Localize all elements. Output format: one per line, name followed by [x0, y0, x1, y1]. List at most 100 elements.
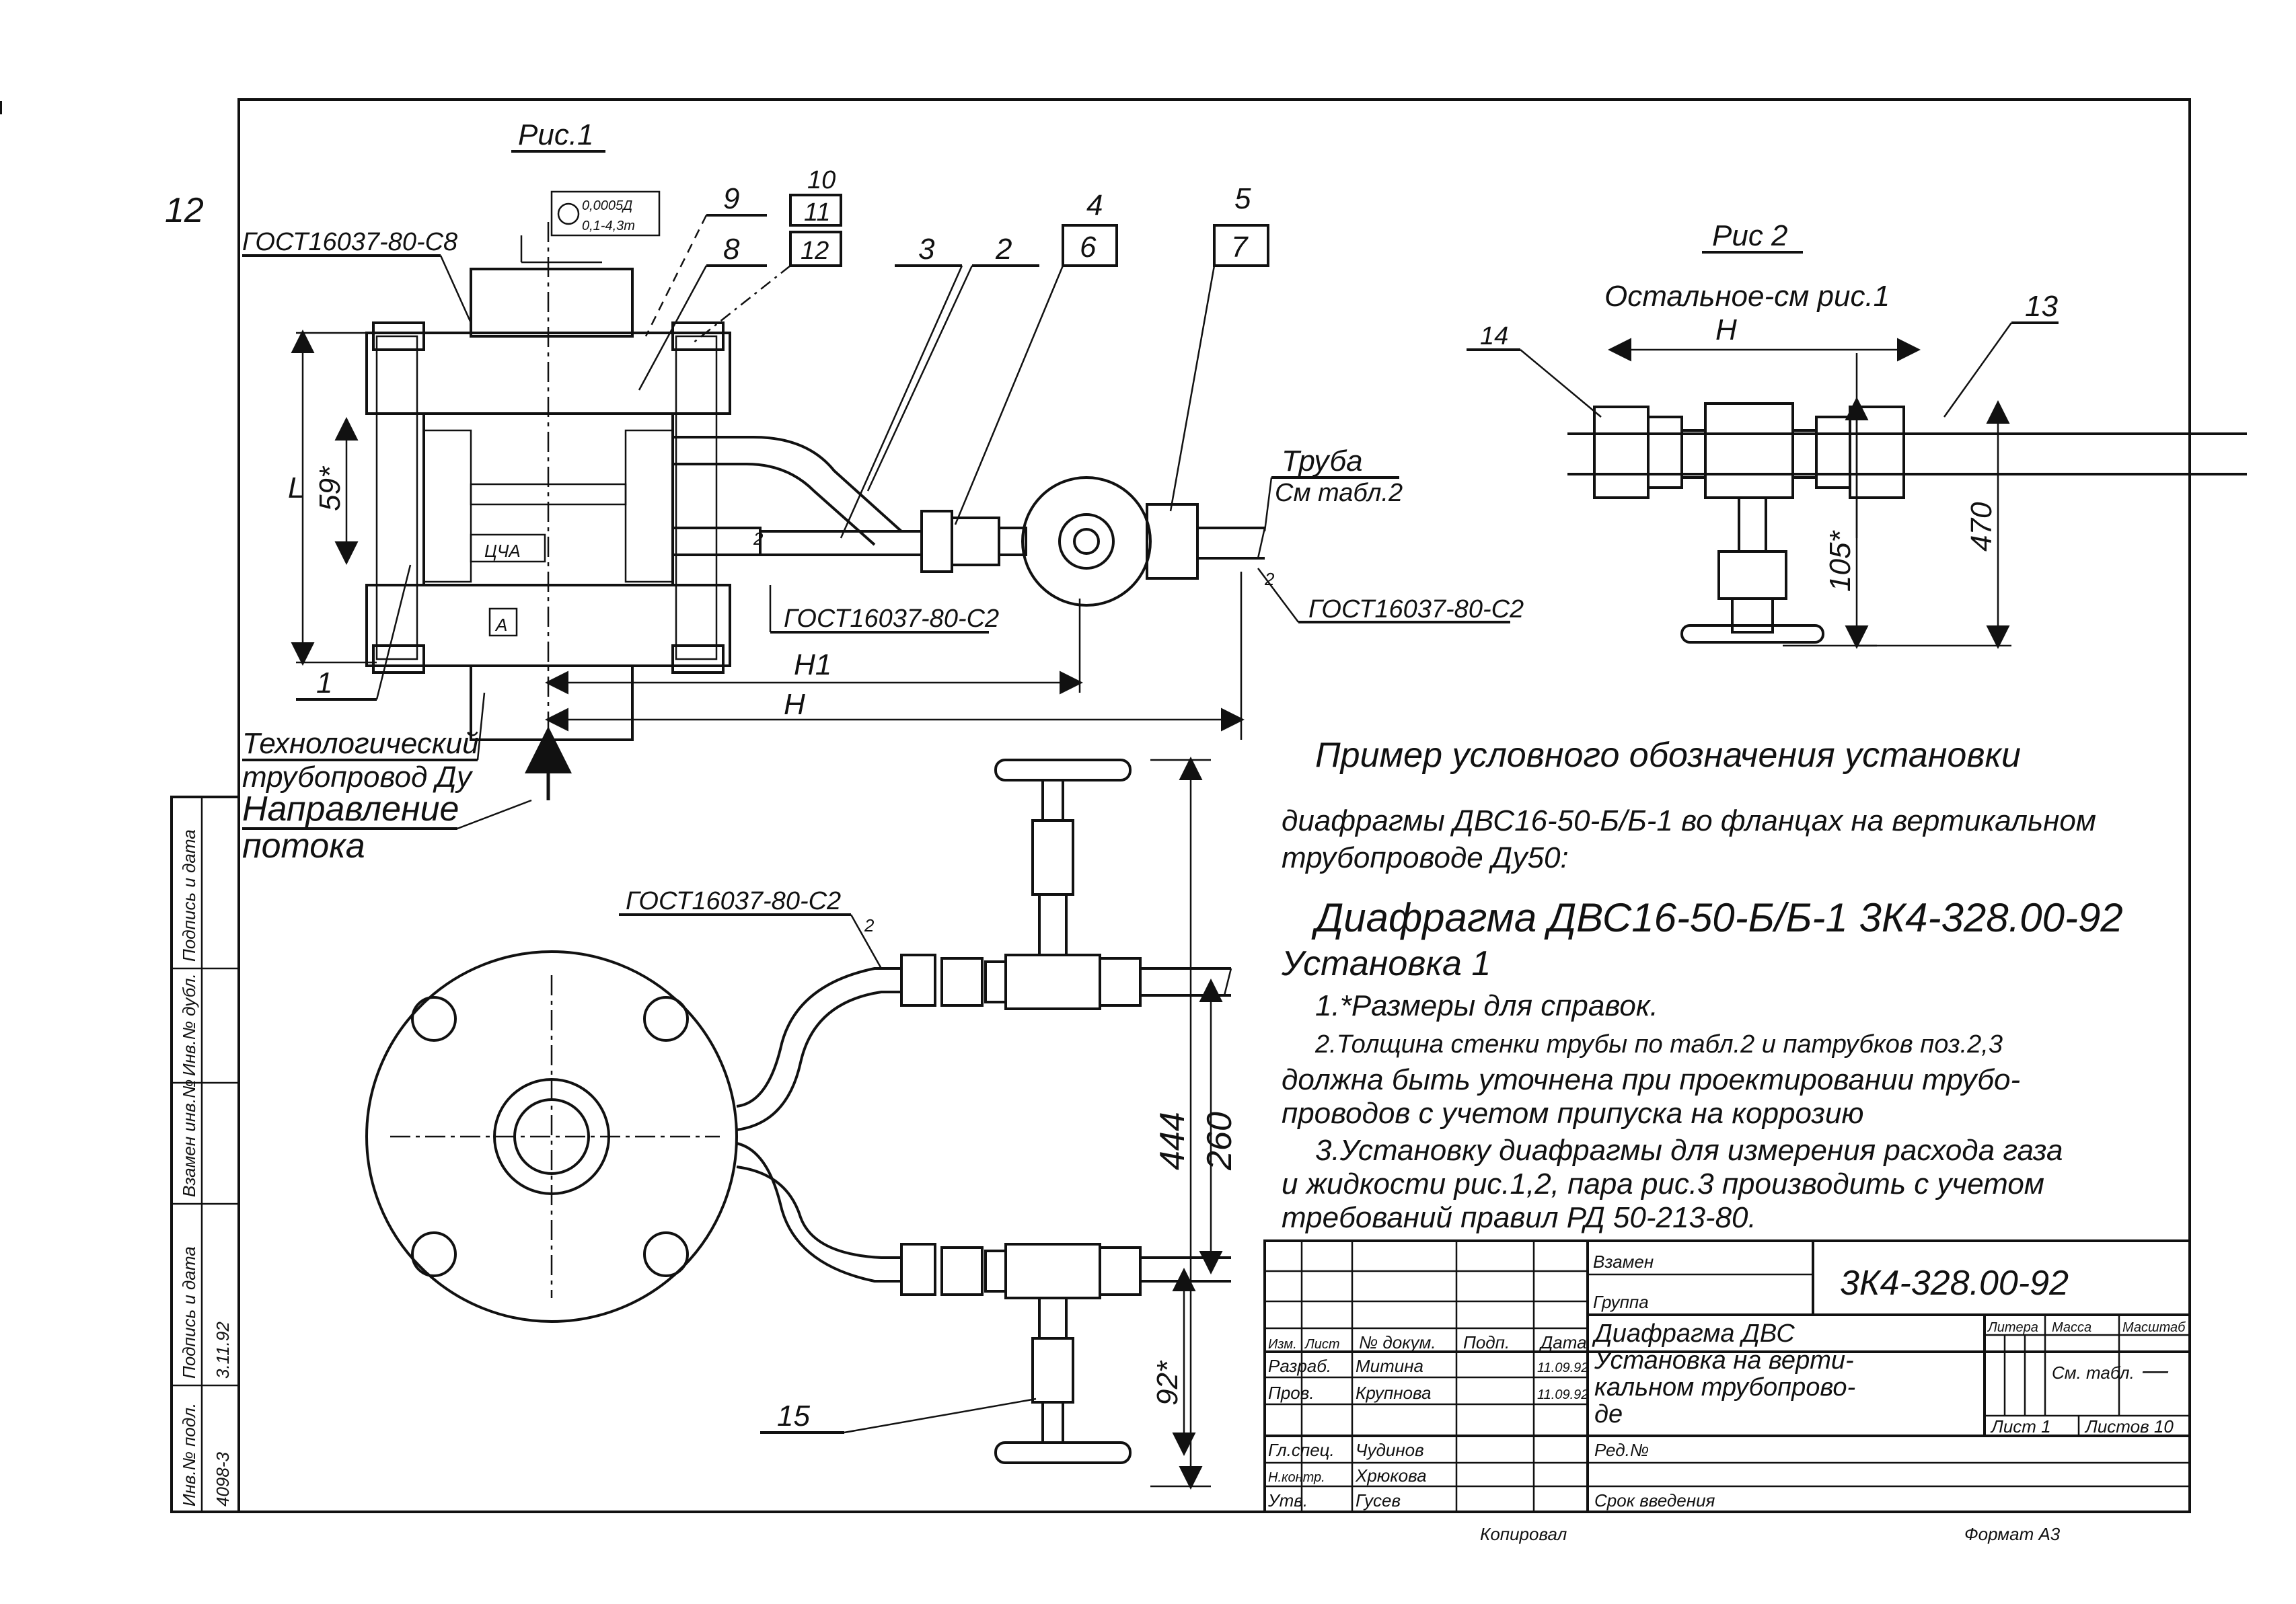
tb-r4-role: Н.контр.	[1268, 1470, 1325, 1485]
tb-r4-name: Хрюкова	[1355, 1465, 1427, 1486]
tb-r1-role: Разраб.	[1268, 1356, 1331, 1376]
note-2b: должна быть уточнена при проектировании …	[1282, 1063, 2020, 1096]
tb-r5-name: Гусев	[1356, 1490, 1401, 1511]
tb-srok: Срок введения	[1594, 1490, 1715, 1511]
tb-r3-name: Чудинов	[1356, 1440, 1424, 1460]
tb-r1-date: 11.09.92	[1537, 1361, 1588, 1375]
callout-6: 6	[1080, 231, 1097, 264]
tb-copied: Копировал	[1480, 1524, 1567, 1544]
tb-hdr-podp: Подп.	[1463, 1332, 1510, 1352]
designation-line: Диафрагма ДВС16-50-Б/Б-1 3К4-328.00-92	[1311, 895, 2123, 940]
tb-massa-value: См. табл.	[2052, 1363, 2135, 1383]
strip-date-value: 3.11.92	[213, 1322, 233, 1379]
pipe-ref: См табл.2	[1275, 479, 1403, 507]
callout-7: 7	[1231, 231, 1249, 264]
tb-gruppa: Группа	[1593, 1292, 1649, 1312]
tb-r1-name: Митина	[1356, 1356, 1423, 1376]
callout-9: 9	[723, 182, 739, 215]
tb-masshtab: Масштаб	[2122, 1320, 2186, 1335]
tb-r2-role: Пров.	[1268, 1383, 1314, 1403]
gost-c2-b: ГОСТ16037-80-С2	[1308, 595, 1524, 623]
strip-inv-podl: Инв.№ подл.	[179, 1403, 199, 1506]
svg-text:2: 2	[1264, 569, 1275, 589]
fig1-title: Рис.1	[518, 118, 594, 151]
bottom-view: ГОСТ16037-80-С2 2 15 444 260 92*	[365, 757, 1239, 1490]
tb-name-1: Диафрагма ДВС	[1592, 1320, 1795, 1348]
callout-13: 13	[2025, 290, 2058, 323]
flow-note-1: Направление	[242, 790, 459, 829]
tb-redakciya: Ред.№	[1594, 1440, 1649, 1460]
tb-vzamen: Взамен	[1593, 1252, 1654, 1272]
figure-2: Рис 2 Остальное-см рис.1 14 H 13 105* 47…	[1467, 219, 2247, 649]
dim-444: 444	[1153, 1112, 1192, 1170]
callout-5: 5	[1234, 182, 1251, 215]
tb-list: Лист 1	[1990, 1416, 2051, 1437]
callout-2: 2	[995, 233, 1012, 266]
callout-3: 3	[918, 233, 935, 266]
dim-H: H	[784, 688, 805, 721]
fig2-dim-H-label: H	[1715, 313, 1737, 346]
gost-c2-a: ГОСТ16037-80-С2	[784, 605, 999, 633]
tb-name-4: де	[1594, 1400, 1623, 1428]
flow-note-2: потока	[242, 827, 365, 866]
svg-text:ЦЧА: ЦЧА	[484, 541, 521, 561]
callout-4: 4	[1086, 189, 1103, 222]
tb-massa: Масса	[2052, 1320, 2091, 1335]
strip-podpis-2: Подпись и дата	[179, 1246, 199, 1379]
fig2-dim-105: 105*	[1824, 530, 1857, 592]
svg-text:0,1-4,3m: 0,1-4,3m	[582, 219, 635, 233]
svg-text:2: 2	[864, 915, 875, 935]
tb-name-2: Установка на верти-	[1594, 1346, 1854, 1375]
callout-1: 1	[316, 666, 332, 699]
svg-text:0,0005Д: 0,0005Д	[582, 198, 632, 213]
valve-body	[1021, 476, 1152, 607]
callout-12: 12	[801, 237, 829, 265]
dim-92: 92*	[1151, 1360, 1184, 1406]
tb-format: Формат А3	[1964, 1524, 2061, 1544]
fitting-7	[1146, 503, 1199, 580]
callout-15: 15	[777, 1400, 810, 1433]
callout-11: 11	[804, 198, 830, 227]
tolerance-frame	[550, 190, 661, 237]
fig2-subtitle: Остальное-см рис.1	[1604, 280, 1890, 313]
strip-podpis-1: Подпись и дата	[179, 829, 199, 962]
tb-r5-role: Утв.	[1267, 1490, 1308, 1511]
tb-hdr-data: Дата	[1539, 1332, 1587, 1352]
tb-listov: Листов 10	[2084, 1416, 2174, 1437]
tb-hdr-list: Лист	[1304, 1337, 1340, 1352]
page-number: 12	[165, 191, 204, 230]
fitting-6	[951, 517, 1000, 566]
example-line-1: Пример условного обозначения установки	[1315, 736, 2021, 775]
tech-pipe-note-1: Технологический	[242, 727, 479, 760]
notes-block: Пример условного обозначения установки д…	[1281, 736, 2123, 1234]
tb-name-3: кальном трубопрово-	[1594, 1373, 1855, 1402]
tb-masshtab-value: —	[2142, 1357, 2169, 1385]
note-2c: проводов с учетом припуска на коррозию	[1282, 1097, 1864, 1130]
strip-inv-dubl: Инв.№ дубл.	[179, 973, 199, 1076]
tb-litera: Литера	[1987, 1320, 2038, 1335]
bottom-gost-c2: ГОСТ16037-80-С2	[626, 887, 841, 915]
flange-plan	[365, 950, 738, 1323]
callout-14: 14	[1480, 322, 1508, 350]
fig2-dim-470: 470	[1965, 502, 1998, 551]
title-block: Изм. Лист № докум. Подп. Дата Разраб. Ми…	[1263, 1239, 2191, 1544]
note-3c: требований правил РД 50-213-80.	[1282, 1201, 1756, 1234]
tb-doc-number: 3К4-328.00-92	[1840, 1264, 2069, 1303]
note-2a: 2.Толщина стенки трубы по табл.2 и патру…	[1314, 1030, 2003, 1059]
dim-L: L	[288, 471, 304, 504]
strip-inv-value: 4098-3	[213, 1452, 233, 1506]
svg-text:2: 2	[753, 529, 764, 549]
strip-vzamen: Взамен инв.№	[179, 1079, 199, 1197]
dim-260: 260	[1200, 1112, 1239, 1171]
note-3a: 3.Установку диафрагмы для измерения расх…	[1315, 1134, 2063, 1167]
callout-10: 10	[807, 166, 836, 194]
dim-H1: H1	[794, 648, 831, 681]
upper-pipe	[470, 268, 634, 338]
gost-c8-label: ГОСТ16037-80-С8	[242, 228, 457, 256]
tb-hdr-izm: Изм.	[1268, 1337, 1297, 1352]
note-1: 1.*Размеры для справок.	[1315, 989, 1658, 1022]
tb-hdr-doc: № докум.	[1359, 1332, 1436, 1352]
callout-8: 8	[723, 233, 740, 266]
example-line-3: трубопроводе Ду50:	[1282, 841, 1569, 874]
